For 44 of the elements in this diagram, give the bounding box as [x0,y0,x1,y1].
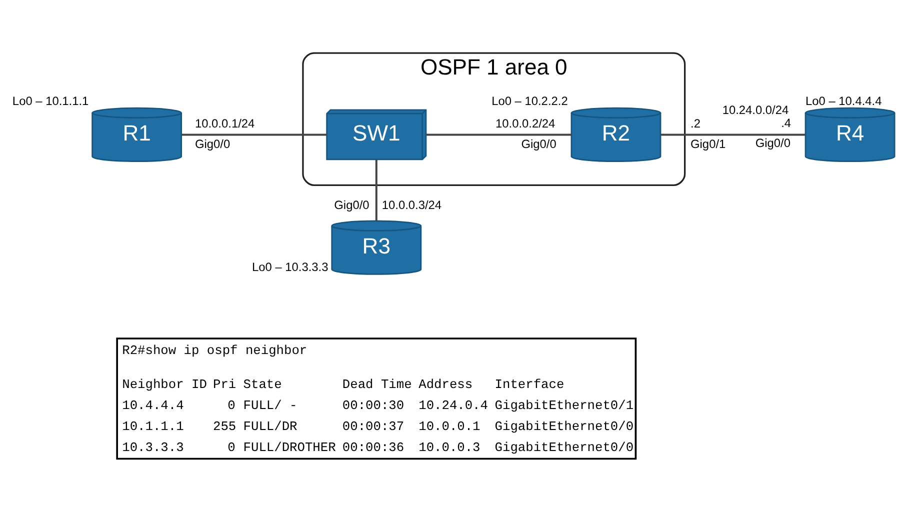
label: Neighbor ID [122,376,207,392]
node-label: Lo0 – 10.2.2.2 [492,94,568,108]
label: State [243,376,282,392]
connector [660,134,806,136]
label: Address [418,376,473,392]
label: 10.0.0.3 [418,440,480,456]
label: FULL/ - [243,398,298,413]
label: Interface [494,376,564,392]
label: 00:00:30 [342,398,404,413]
label: 00:00:36 [342,440,404,456]
connector [375,160,378,221]
label: 10.3.3.3 [122,440,184,456]
node-label: .2 [690,116,700,131]
label: GigabitEthernet0/0 [494,419,634,434]
label: 10.0.0.1 [418,419,480,434]
edge-label: 10.0.0.3/24 [382,198,442,212]
label: GigabitEthernet0/0 [494,440,634,456]
edge-label: 10.0.0.2/24 [496,116,556,131]
node-label: Gig0/0 [521,136,556,151]
node-label: Gig0/0 [194,136,230,151]
node-label: Gig0/1 [690,136,726,151]
node-label: Lo0 – 10.3.3.3 [252,260,328,274]
edge-label: 10.24.0.0/24 [722,102,789,117]
connector [182,134,327,136]
edge-label: 10.0.0.1/24 [194,116,255,131]
node-label: Gig0/0 [334,198,370,212]
node-label: Gig0/0 [755,136,791,150]
label: GigabitEthernet0/1 [494,398,634,413]
node-label: Lo0 – 10.4.4.4 [806,94,882,108]
node-label: .4 [781,116,792,130]
label: 10.4.4.4 [122,398,184,413]
label: FULL/DR [243,419,298,434]
label: Pri [213,376,236,392]
label: 10.24.0.4 [418,398,488,413]
label: Dead Time [342,376,412,392]
label: 255 [213,419,236,434]
label: 0 [228,440,236,456]
connector [426,134,572,136]
node-label: Lo0 – 10.1.1.1 [12,94,89,108]
label: 10.1.1.1 [122,419,184,434]
label: FULL/DROTHER [243,440,336,456]
label: 00:00:37 [342,419,404,434]
label: 0 [228,398,236,413]
label: R2#show ip ospf neighbor [122,342,308,358]
